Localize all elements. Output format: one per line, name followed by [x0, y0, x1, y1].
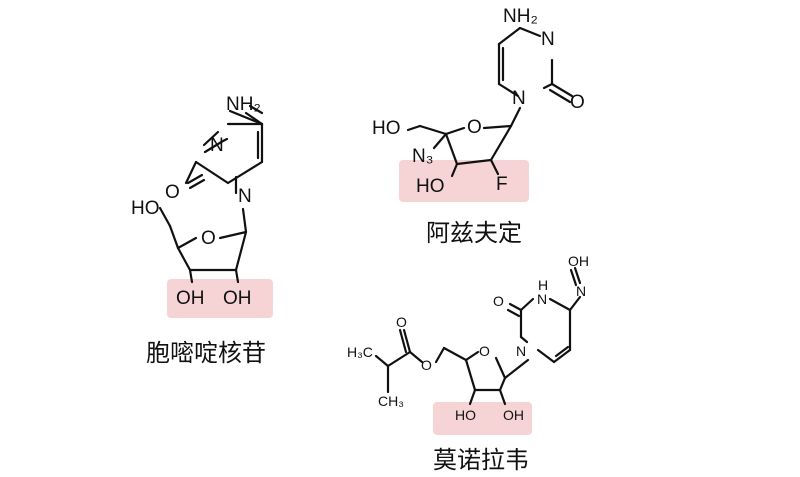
atom-nh2: NH₂ [226, 94, 261, 115]
atom-oh3-azv: HO [416, 176, 445, 197]
molecule-cytidine: NH₂ N O N HO O OH OH 胞嘧啶核苷 [131, 94, 273, 367]
highlight-2-3-diol [167, 279, 273, 318]
atom-ch3b-mol: CH₃ [378, 393, 404, 409]
molecule-azvudine: NH₂ N O N HO O N₃ HO F 阿兹夫定 [372, 6, 585, 247]
highlight-diol-mol [433, 402, 532, 435]
atom-ho5: HO [131, 198, 160, 219]
atom-o2-azv: O [570, 92, 585, 113]
atom-n3-mol: N [537, 291, 547, 307]
atom-n1-mol: N [516, 343, 526, 359]
molecule-molnupiravir: OH N O H N N O O H₃C CH₃ O HO OH 莫诺拉韦 [347, 253, 589, 474]
caption-molnupiravir: 莫诺拉韦 [433, 446, 529, 474]
atom-ch3a-mol: H₃C [347, 344, 373, 360]
atom-n3: N [210, 135, 224, 156]
atom-o4-azv: O [467, 117, 482, 138]
atom-o-ester-mol: O [421, 357, 432, 373]
atom-o2-mol: O [493, 293, 504, 309]
atom-n1-azv: N [512, 88, 526, 109]
atom-n1: N [238, 186, 252, 207]
atom-oh3-mol: HO [455, 407, 476, 423]
atom-o4-mol: O [479, 343, 490, 359]
atom-nh-mol: H [538, 277, 548, 293]
atom-ho5-azv: HO [372, 118, 401, 139]
atom-o-carbonyl-mol: O [396, 314, 407, 330]
atom-o2: O [165, 182, 180, 203]
atom-n4-mol: N [576, 283, 586, 299]
atom-nh2-azv: NH₂ [503, 6, 538, 27]
atom-oh2-mol: OH [503, 407, 524, 423]
caption-azvudine: 阿兹夫定 [426, 219, 522, 247]
atom-o4: O [201, 228, 216, 249]
atom-n3-azv: N [541, 29, 555, 50]
atom-f2-azv: F [496, 174, 508, 195]
atom-oh2: OH [176, 288, 205, 309]
caption-cytidine: 胞嘧啶核苷 [146, 339, 266, 367]
atom-n3-azide: N₃ [412, 146, 433, 167]
atom-oh3: OH [223, 288, 252, 309]
atom-oh-mol: OH [568, 253, 589, 269]
